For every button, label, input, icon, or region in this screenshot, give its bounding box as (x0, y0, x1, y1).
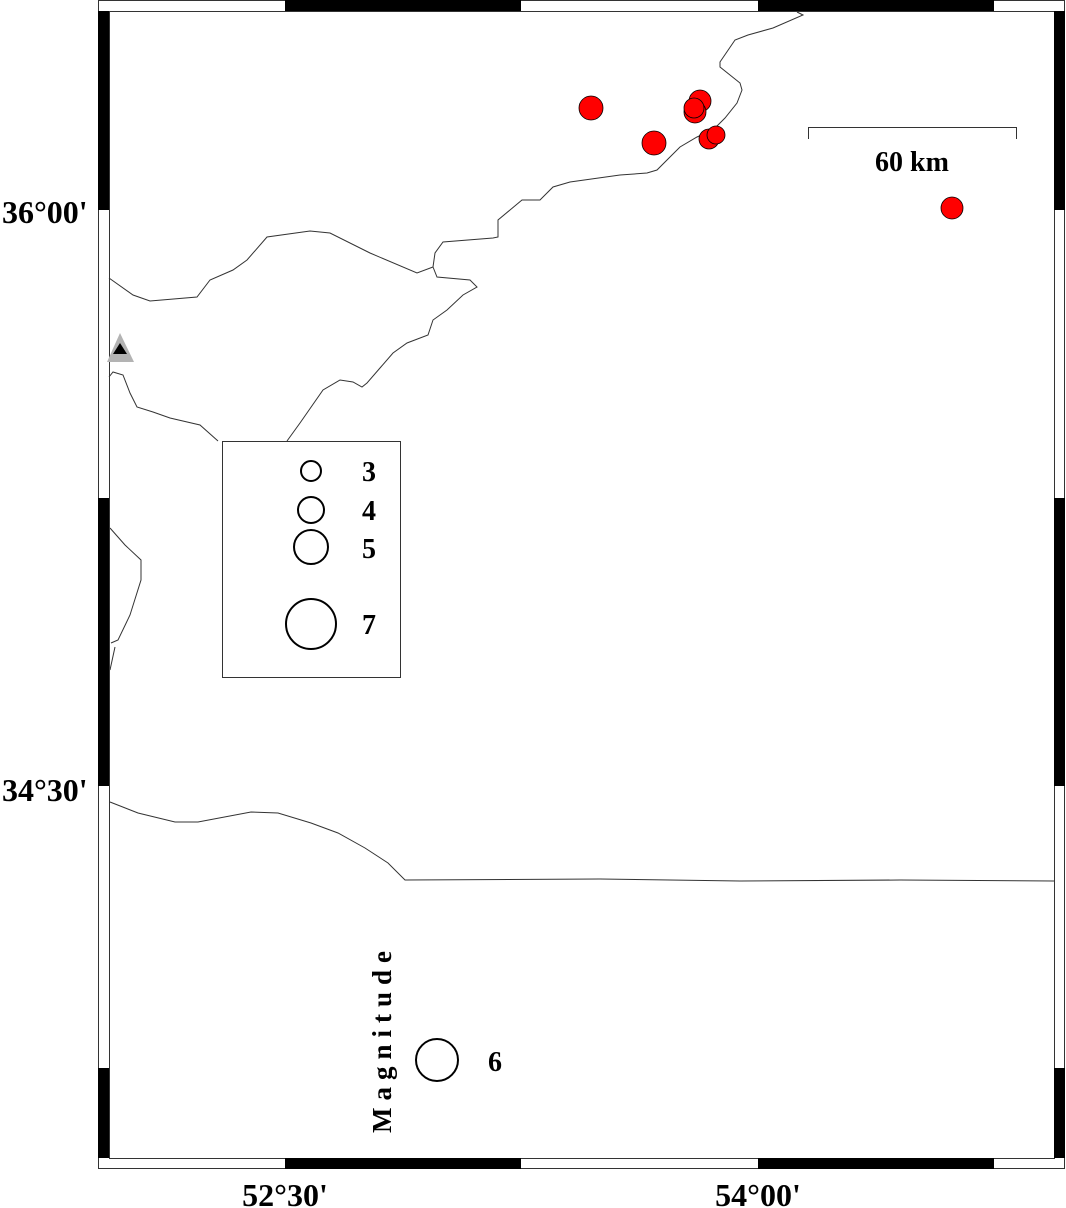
scale-bar-label: 60 km (875, 147, 949, 178)
station-triangle-icon[interactable] (107, 333, 134, 362)
scale-bar: 60 km (808, 127, 1017, 178)
coastline-west-2 (109, 646, 116, 671)
legend-circle-icon (293, 529, 329, 565)
lon-label: 54°00' (715, 1177, 801, 1208)
coastline-bay-west (108, 371, 219, 442)
coastline-north (108, 11, 805, 302)
legend-label: 6 (488, 1047, 502, 1078)
lon-label: 52°30' (242, 1177, 328, 1208)
lat-label: 34°30' (2, 772, 88, 808)
legend-circle-icon (415, 1038, 459, 1082)
legend-circle-icon (300, 460, 322, 482)
legend-label: 7 (362, 610, 376, 641)
coastline-west (109, 527, 142, 644)
legend-label: 3 (362, 457, 376, 488)
legend-label: 5 (362, 534, 376, 565)
event-marker[interactable] (578, 95, 604, 121)
events (578, 89, 964, 220)
map-frame (98, 0, 1065, 1169)
legend-title: Magnitude (367, 944, 397, 1133)
magnitude-legend: 3 4 5 7 (222, 441, 401, 678)
event-marker[interactable] (706, 125, 726, 145)
legend-label: 4 (362, 496, 376, 527)
legend-circle-icon (285, 598, 337, 650)
coastline-bay-east (286, 266, 478, 442)
coastlines (108, 11, 1055, 882)
event-marker[interactable] (683, 97, 705, 119)
legend-circle-icon (297, 496, 325, 524)
lat-label: 36°00' (2, 194, 88, 230)
event-marker[interactable] (641, 130, 667, 156)
boundary-south (109, 801, 1055, 882)
event-marker[interactable] (940, 196, 964, 220)
